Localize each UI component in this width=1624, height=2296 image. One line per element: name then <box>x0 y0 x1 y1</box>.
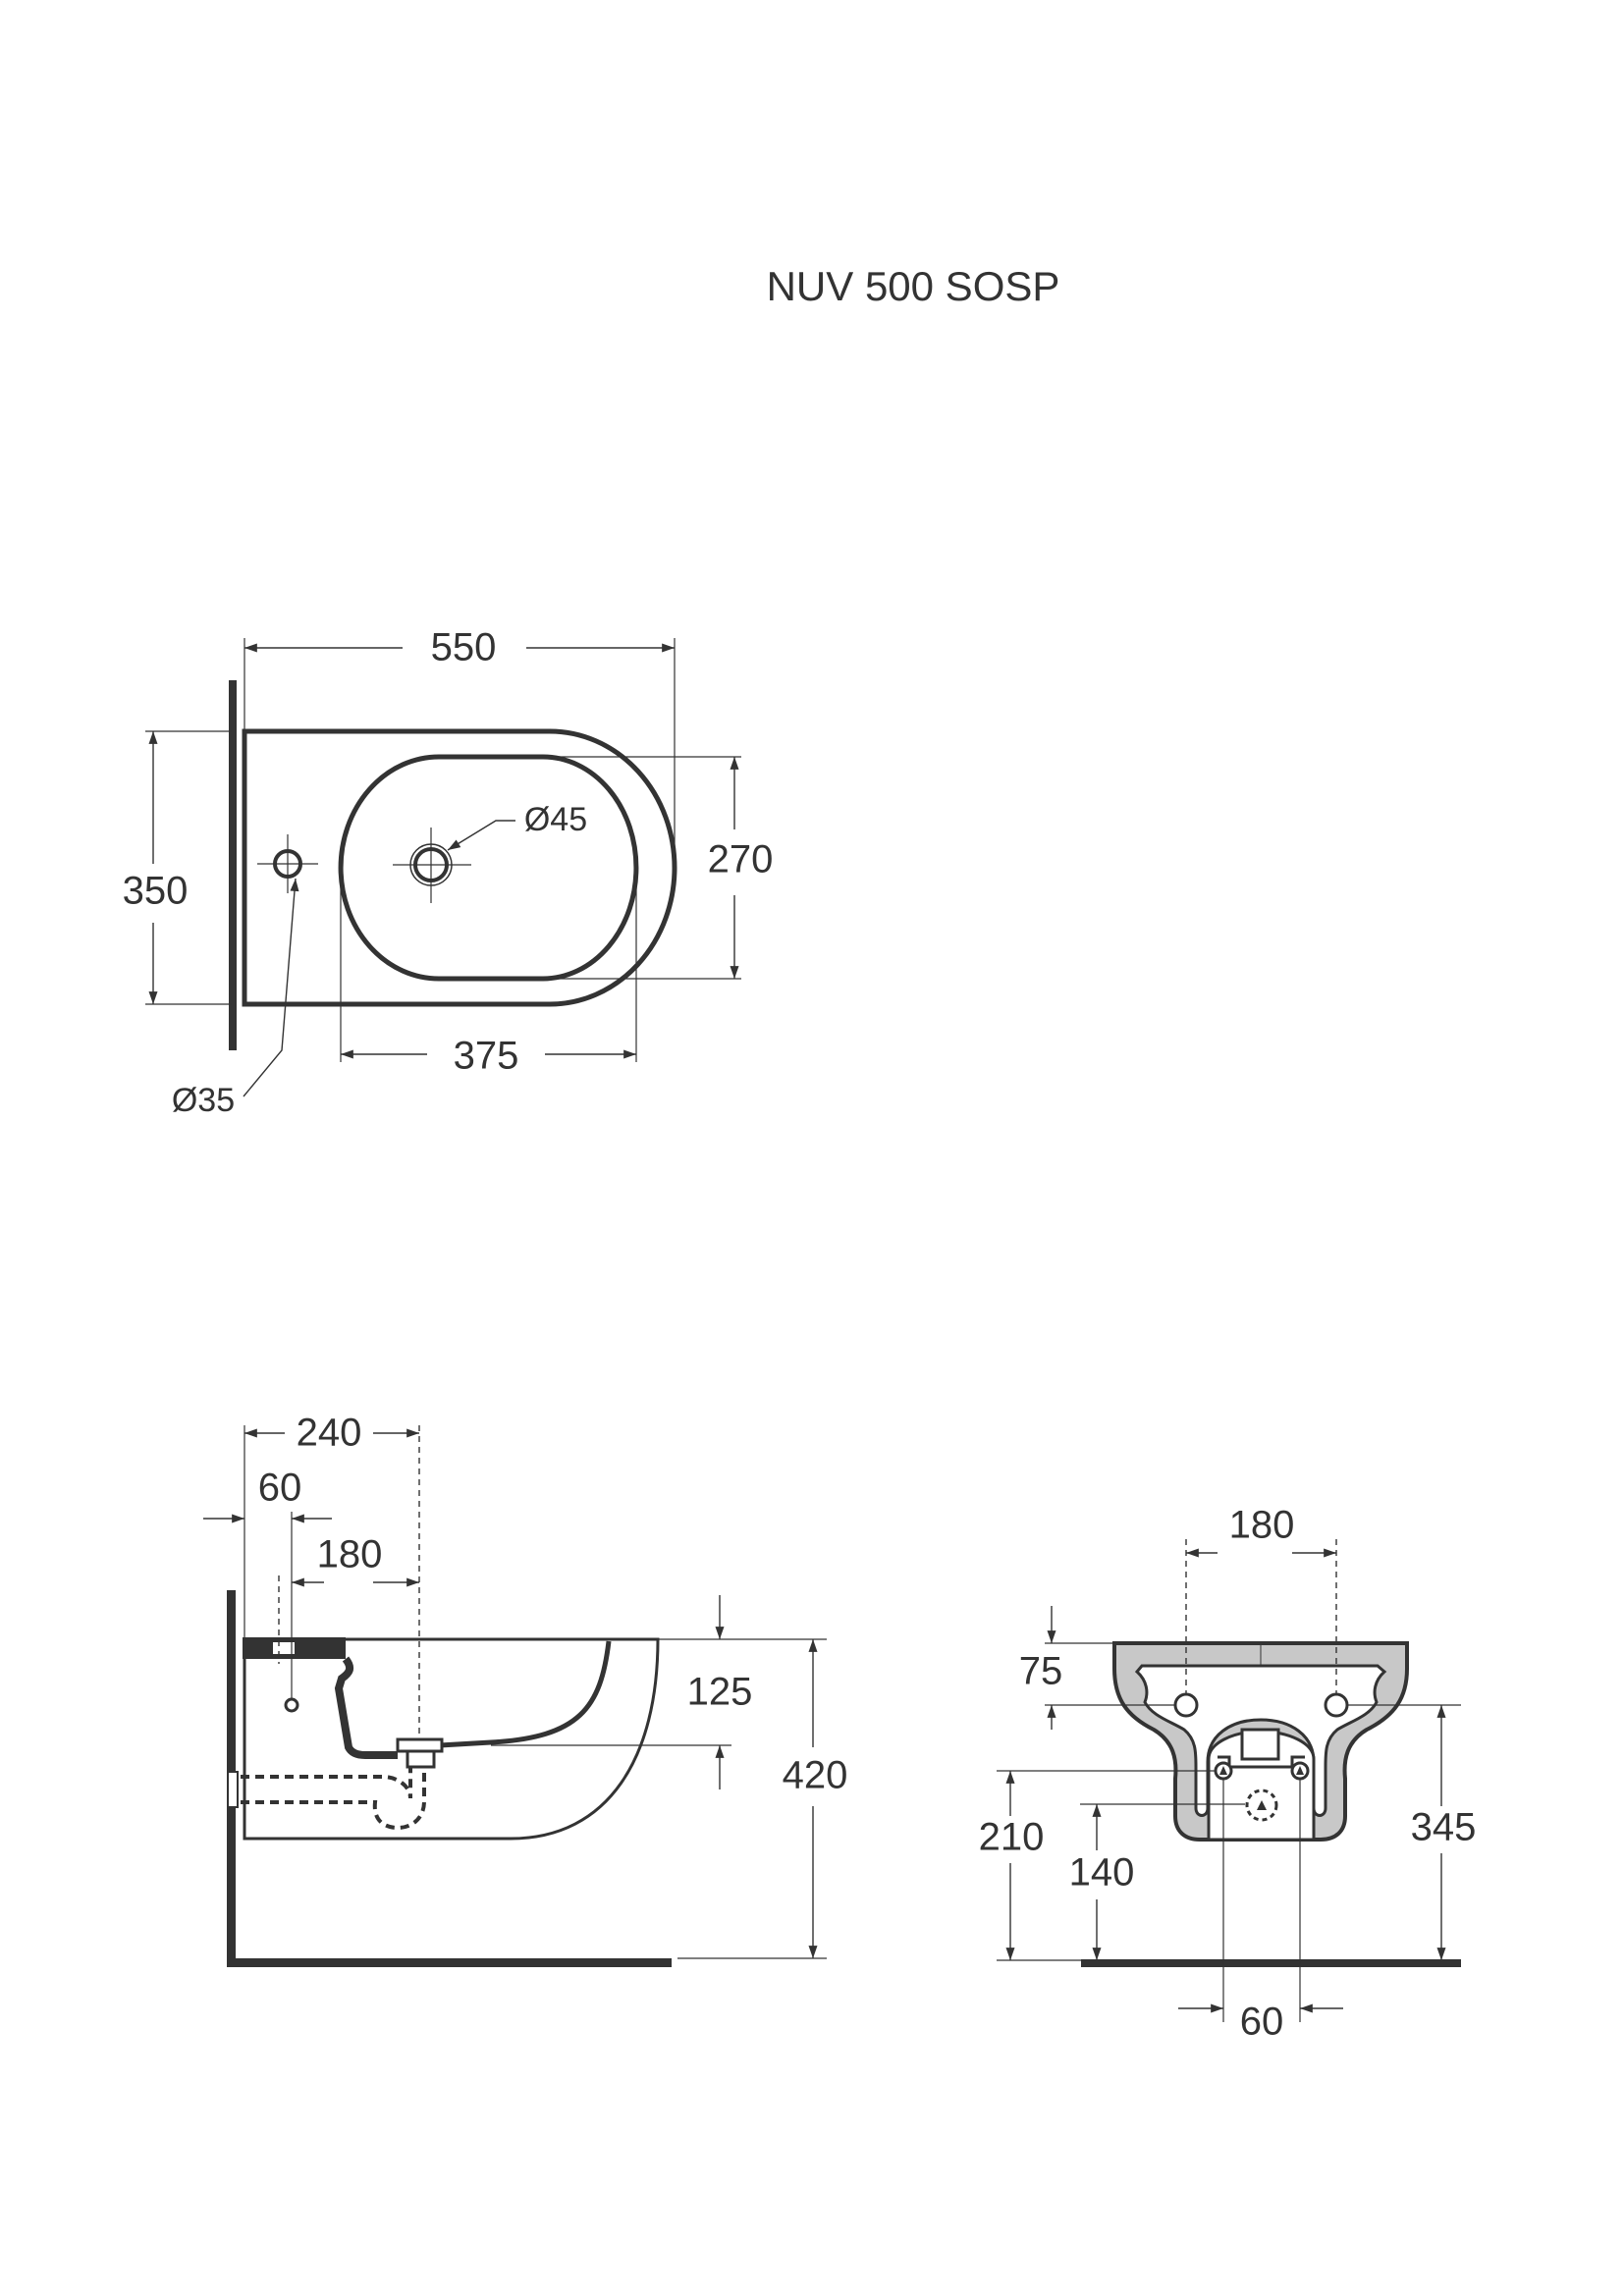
top-view: 550 350 270 375 Ø45 Ø35 <box>118 626 773 1119</box>
dim-depth: 350 <box>123 870 189 913</box>
bidet-profile <box>243 1637 660 1841</box>
dim-fixing-below-rim: 75 <box>1019 1650 1063 1693</box>
side-view: 240 60 180 125 420 <box>203 1412 847 1967</box>
fixing-hole-right <box>1324 1692 1349 1718</box>
dim-bowl-length: 375 <box>454 1035 519 1078</box>
dim-bowl-depth: 125 <box>687 1671 753 1714</box>
waste-connector <box>1245 1789 1278 1822</box>
waste-outlet <box>1240 1728 1280 1761</box>
drain-hole <box>393 828 471 903</box>
supply-connector-left <box>1214 1761 1233 1781</box>
wall <box>229 680 237 1050</box>
dim-width: 550 <box>431 626 497 669</box>
drain-diameter-label: Ø45 <box>524 801 587 838</box>
dim-bowl-width: 270 <box>708 838 774 881</box>
drawing-title: NUV 500 SOSP <box>767 263 1060 309</box>
trap-dashed <box>241 1767 412 1799</box>
overflow-pipe <box>334 1656 398 1759</box>
dim-fixing-spacing: 180 <box>1229 1504 1295 1547</box>
bowl-outline <box>338 754 639 982</box>
dim-tap-offset: 60 <box>258 1467 302 1510</box>
floor <box>227 1958 672 1967</box>
dim-tap-to-drain: 180 <box>317 1533 383 1576</box>
supply-hole <box>284 1697 299 1713</box>
dim-rim-height: 420 <box>783 1754 848 1797</box>
tap-hole-diameter-label: Ø35 <box>172 1082 235 1119</box>
floor <box>1081 1959 1461 1967</box>
bowl-profile <box>439 1640 612 1748</box>
dim-waste-height: 140 <box>1069 1851 1135 1895</box>
tap-hole <box>257 834 318 893</box>
dim-supply-spacing: 60 <box>1240 2001 1284 2044</box>
dim-drain-offset: 240 <box>297 1412 362 1455</box>
drain-fitting <box>396 1737 444 1753</box>
back-view: 180 75 210 140 345 60 <box>979 1504 1477 2044</box>
fixing-hole-left <box>1173 1692 1199 1718</box>
dim-supply-height: 210 <box>979 1816 1045 1859</box>
dim-fixing-height: 345 <box>1411 1806 1477 1849</box>
supply-connector-right <box>1290 1761 1310 1781</box>
